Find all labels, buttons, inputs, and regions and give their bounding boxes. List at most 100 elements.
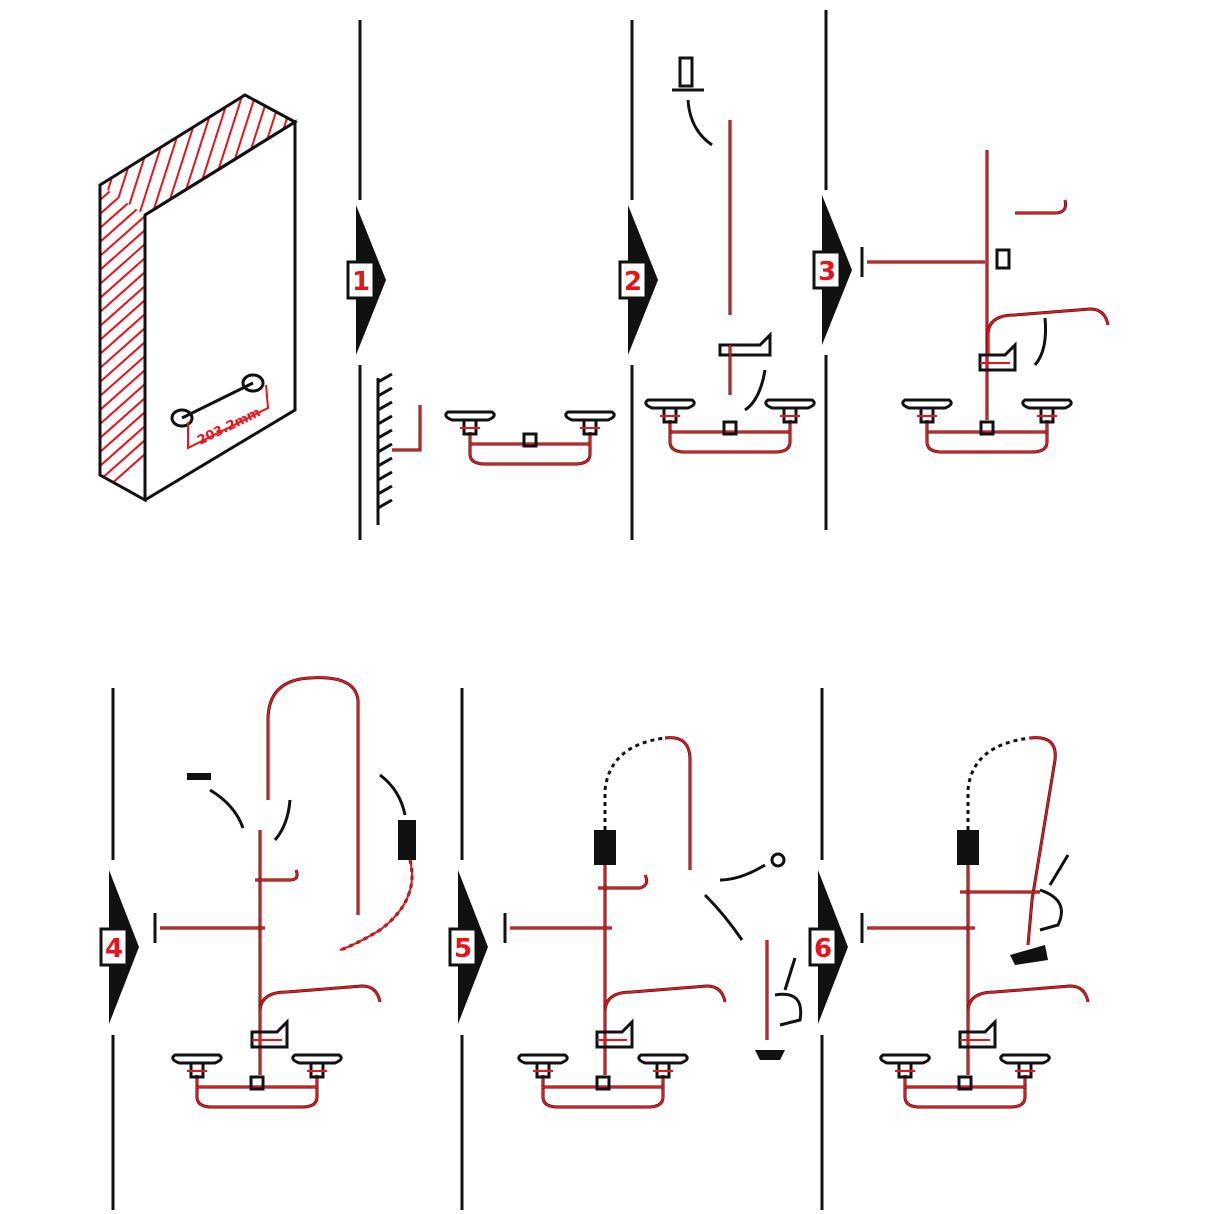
step2-parts bbox=[672, 56, 772, 395]
wall-hatch-top bbox=[100, 95, 295, 215]
curved-arrow-icon bbox=[686, 99, 713, 147]
spray-valve-body-centerline bbox=[1027, 899, 1033, 946]
hatch-line bbox=[268, 95, 295, 215]
step-2-marker: 2 bbox=[618, 205, 658, 355]
curved-arrow-icon bbox=[209, 788, 245, 829]
wall-hatch-side bbox=[100, 185, 145, 495]
center-outlet bbox=[522, 432, 538, 448]
mounting-holes: 203.2mm bbox=[170, 373, 270, 450]
step-number: 4 bbox=[105, 934, 123, 964]
hatch-line bbox=[100, 229, 145, 271]
step6-assembly bbox=[957, 736, 1070, 965]
faucet-base-step4 bbox=[171, 1053, 343, 1109]
curved-arrow-icon bbox=[273, 799, 292, 841]
spout-step6 bbox=[958, 984, 1090, 1049]
wall-elbow bbox=[376, 372, 422, 525]
dividers bbox=[111, 10, 828, 1210]
spray-head bbox=[1010, 945, 1048, 965]
center-outlet bbox=[722, 420, 738, 436]
spray-lever bbox=[1048, 854, 1070, 886]
hose-centerline bbox=[1029, 736, 1057, 901]
step-number: 1 bbox=[352, 267, 370, 297]
hatch-line bbox=[100, 327, 145, 369]
hatch-line bbox=[281, 95, 295, 215]
handle-lever bbox=[1021, 398, 1073, 410]
wall-hatch bbox=[377, 414, 393, 426]
center-outlet bbox=[249, 1075, 265, 1091]
faucet-body-centerline bbox=[542, 1075, 664, 1108]
step-6-marker: 6 bbox=[808, 870, 848, 1024]
spout-step3 bbox=[978, 307, 1110, 372]
spring-base bbox=[957, 830, 979, 865]
hatch-line bbox=[100, 299, 145, 341]
swing-spout-centerline bbox=[987, 307, 1109, 355]
arrow-spray-valve bbox=[703, 893, 744, 941]
spray-lever bbox=[783, 957, 797, 991]
hatch-line bbox=[100, 257, 145, 299]
wall-bracket-step4 bbox=[153, 913, 265, 943]
spout-valve bbox=[958, 1018, 997, 1049]
hook bbox=[1015, 199, 1067, 215]
arrow-valve bbox=[744, 369, 767, 412]
spout-step5 bbox=[595, 984, 727, 1049]
hose-centerline bbox=[664, 736, 691, 870]
hook-centerline bbox=[255, 869, 299, 881]
washer bbox=[187, 773, 211, 780]
hatch-line bbox=[100, 285, 145, 327]
step-number-box bbox=[812, 250, 842, 290]
spray-handle bbox=[774, 992, 803, 1027]
step-number: 2 bbox=[624, 267, 642, 297]
hatch-line bbox=[100, 383, 145, 425]
wall-bracket-step3 bbox=[860, 247, 985, 277]
spring-top bbox=[398, 820, 416, 860]
faucet-body bbox=[468, 432, 592, 466]
handle-lever bbox=[444, 410, 496, 422]
spray-handle bbox=[1039, 888, 1063, 932]
arrow-washer bbox=[209, 788, 245, 829]
curved-arrow-icon bbox=[703, 893, 744, 941]
spout-valve bbox=[595, 1018, 634, 1049]
center-outlet bbox=[957, 1075, 973, 1091]
wall-hatch bbox=[377, 400, 393, 412]
faucet-body bbox=[541, 1075, 665, 1109]
handle-lever bbox=[999, 1053, 1051, 1065]
hatch-line bbox=[100, 397, 145, 439]
swing-spout-centerline bbox=[967, 984, 1089, 1032]
hook-centerline bbox=[598, 874, 648, 889]
hatch-line bbox=[255, 95, 295, 215]
step-number: 6 bbox=[814, 934, 832, 964]
faucet-base-step1 bbox=[444, 410, 616, 466]
step-4-marker: 4 bbox=[99, 870, 139, 1024]
spring-coil bbox=[339, 859, 414, 952]
step-number-box bbox=[448, 927, 478, 967]
step-3-marker: 3 bbox=[812, 195, 852, 345]
handle-lever bbox=[517, 1053, 569, 1065]
hose bbox=[1029, 736, 1057, 901]
wall-bracket-step5 bbox=[503, 913, 612, 943]
arrow-spring bbox=[379, 773, 407, 816]
wall-hatch bbox=[377, 470, 393, 482]
spout-step4 bbox=[250, 984, 382, 1049]
hatch-line bbox=[100, 439, 145, 481]
hatch-line bbox=[100, 243, 145, 285]
step4-parts bbox=[187, 676, 416, 952]
step-1-marker: 1 bbox=[346, 205, 386, 355]
spring-coil bbox=[966, 736, 1031, 830]
wall-hatch bbox=[377, 456, 393, 468]
gooseneck-hose-centerline bbox=[267, 676, 359, 915]
spring-coil bbox=[603, 736, 666, 830]
faucet-body-centerline bbox=[669, 420, 791, 453]
center-outlet bbox=[979, 420, 995, 436]
wall-hatch bbox=[377, 442, 393, 454]
faucet-body-centerline bbox=[196, 1075, 318, 1108]
faucet-body bbox=[903, 1075, 1027, 1109]
faucet-base-step5 bbox=[517, 1053, 689, 1109]
hatch-line bbox=[100, 271, 145, 313]
spring-base bbox=[594, 830, 616, 865]
step-number: 3 bbox=[818, 257, 836, 287]
wall-hatch bbox=[377, 484, 393, 496]
handle-lever bbox=[291, 1053, 343, 1065]
curved-arrow-icon bbox=[379, 773, 407, 816]
handle-lever bbox=[879, 1053, 931, 1065]
